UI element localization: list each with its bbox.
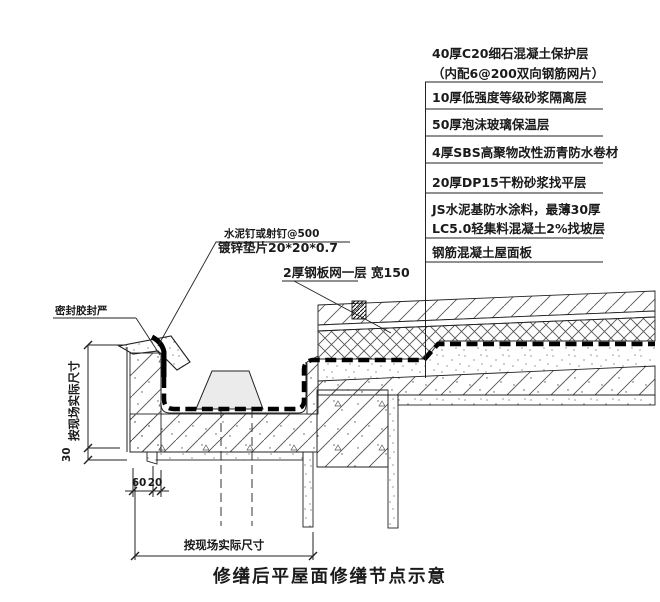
parapet-coping [117, 335, 191, 371]
layer-callout-5: 20厚DP15干粉砂浆找平层 [432, 175, 587, 190]
layer-callout-6-line1: JS水泥基防水涂料，最薄30厚 [431, 202, 601, 217]
layer-callout-list: 40厚C20细石混凝土保护层 （内配6@200双向钢筋网片） 10厚低强度等级砂… [425, 46, 619, 378]
annotation-leaders: 水泥钉或射钉@500 镀锌垫片20*20*0.7 2厚钢板网一层 宽150 密封… [53, 227, 410, 356]
bottom-dim-text: 按现场实际尺寸 [184, 538, 265, 552]
gutter-structure [117, 335, 319, 528]
dim-tick [130, 551, 140, 561]
dim-20: 20 [148, 477, 163, 489]
dim-60: 60 [132, 477, 147, 489]
layer-callout-1-line2: （内配6@200双向钢筋网片） [432, 66, 604, 81]
ceiling-finish-band-right [397, 394, 656, 406]
membrane-termination [150, 334, 167, 377]
nail-annotation-line2: 镀锌垫片20*20*0.7 [218, 240, 338, 255]
dim-tick [83, 340, 93, 350]
gutter-right-wall [306, 355, 319, 415]
dim-tick [308, 551, 318, 561]
layer-callout-3: 50厚泡沫玻璃保温层 [432, 117, 550, 132]
sealant-block [351, 300, 367, 320]
dim-tick [83, 455, 93, 465]
nail-annotation-line1: 水泥钉或射钉@500 [223, 227, 319, 240]
left-dim-30: 30 [61, 447, 73, 462]
wall-below-roof-slab [387, 394, 399, 529]
wall-below-gutter [302, 451, 314, 528]
layer-callout-7: 钢筋混凝土屋面板 [432, 245, 533, 260]
ceiling-finish-band-gutter [156, 451, 304, 461]
mesh-annotation: 2厚钢板网一层 宽150 [283, 265, 410, 280]
dim-tick [128, 486, 138, 496]
layer-callout-4: 4厚SBS高聚物改性沥青防水卷材 [432, 145, 619, 160]
membrane [150, 334, 655, 412]
sealant-annotation: 密封胶封严 [55, 304, 108, 317]
parapet-wall [129, 352, 162, 453]
dim-tick [156, 486, 166, 496]
downstand-beam [316, 389, 389, 468]
gutter-interior-outline [160, 362, 307, 414]
layer-callout-6-line2: LC5.0轻集料混凝土2%找坡层 [432, 221, 606, 236]
sealant-leader-line [135, 317, 161, 356]
dimension-annotations: 按现场实际尺寸 30 60 20 按现场实际尺寸 [61, 340, 318, 561]
drawing-title: 修缮后平屋面修缮节点示意 [212, 566, 447, 587]
dim-tick [83, 443, 93, 453]
layer-callout-1-line1: 40厚C20细石混凝土保护层 [432, 46, 589, 61]
left-dim-text: 按现场实际尺寸 [67, 360, 81, 441]
mesh-leader-line [293, 280, 392, 334]
drip-strip [146, 451, 158, 465]
dim-tick [148, 486, 158, 496]
nail-leader-line [157, 241, 350, 347]
layer-callout-2: 10厚低强度等级砂浆隔离层 [432, 90, 587, 105]
screed-layer [318, 345, 655, 381]
membrane-dashed-line [161, 341, 655, 412]
